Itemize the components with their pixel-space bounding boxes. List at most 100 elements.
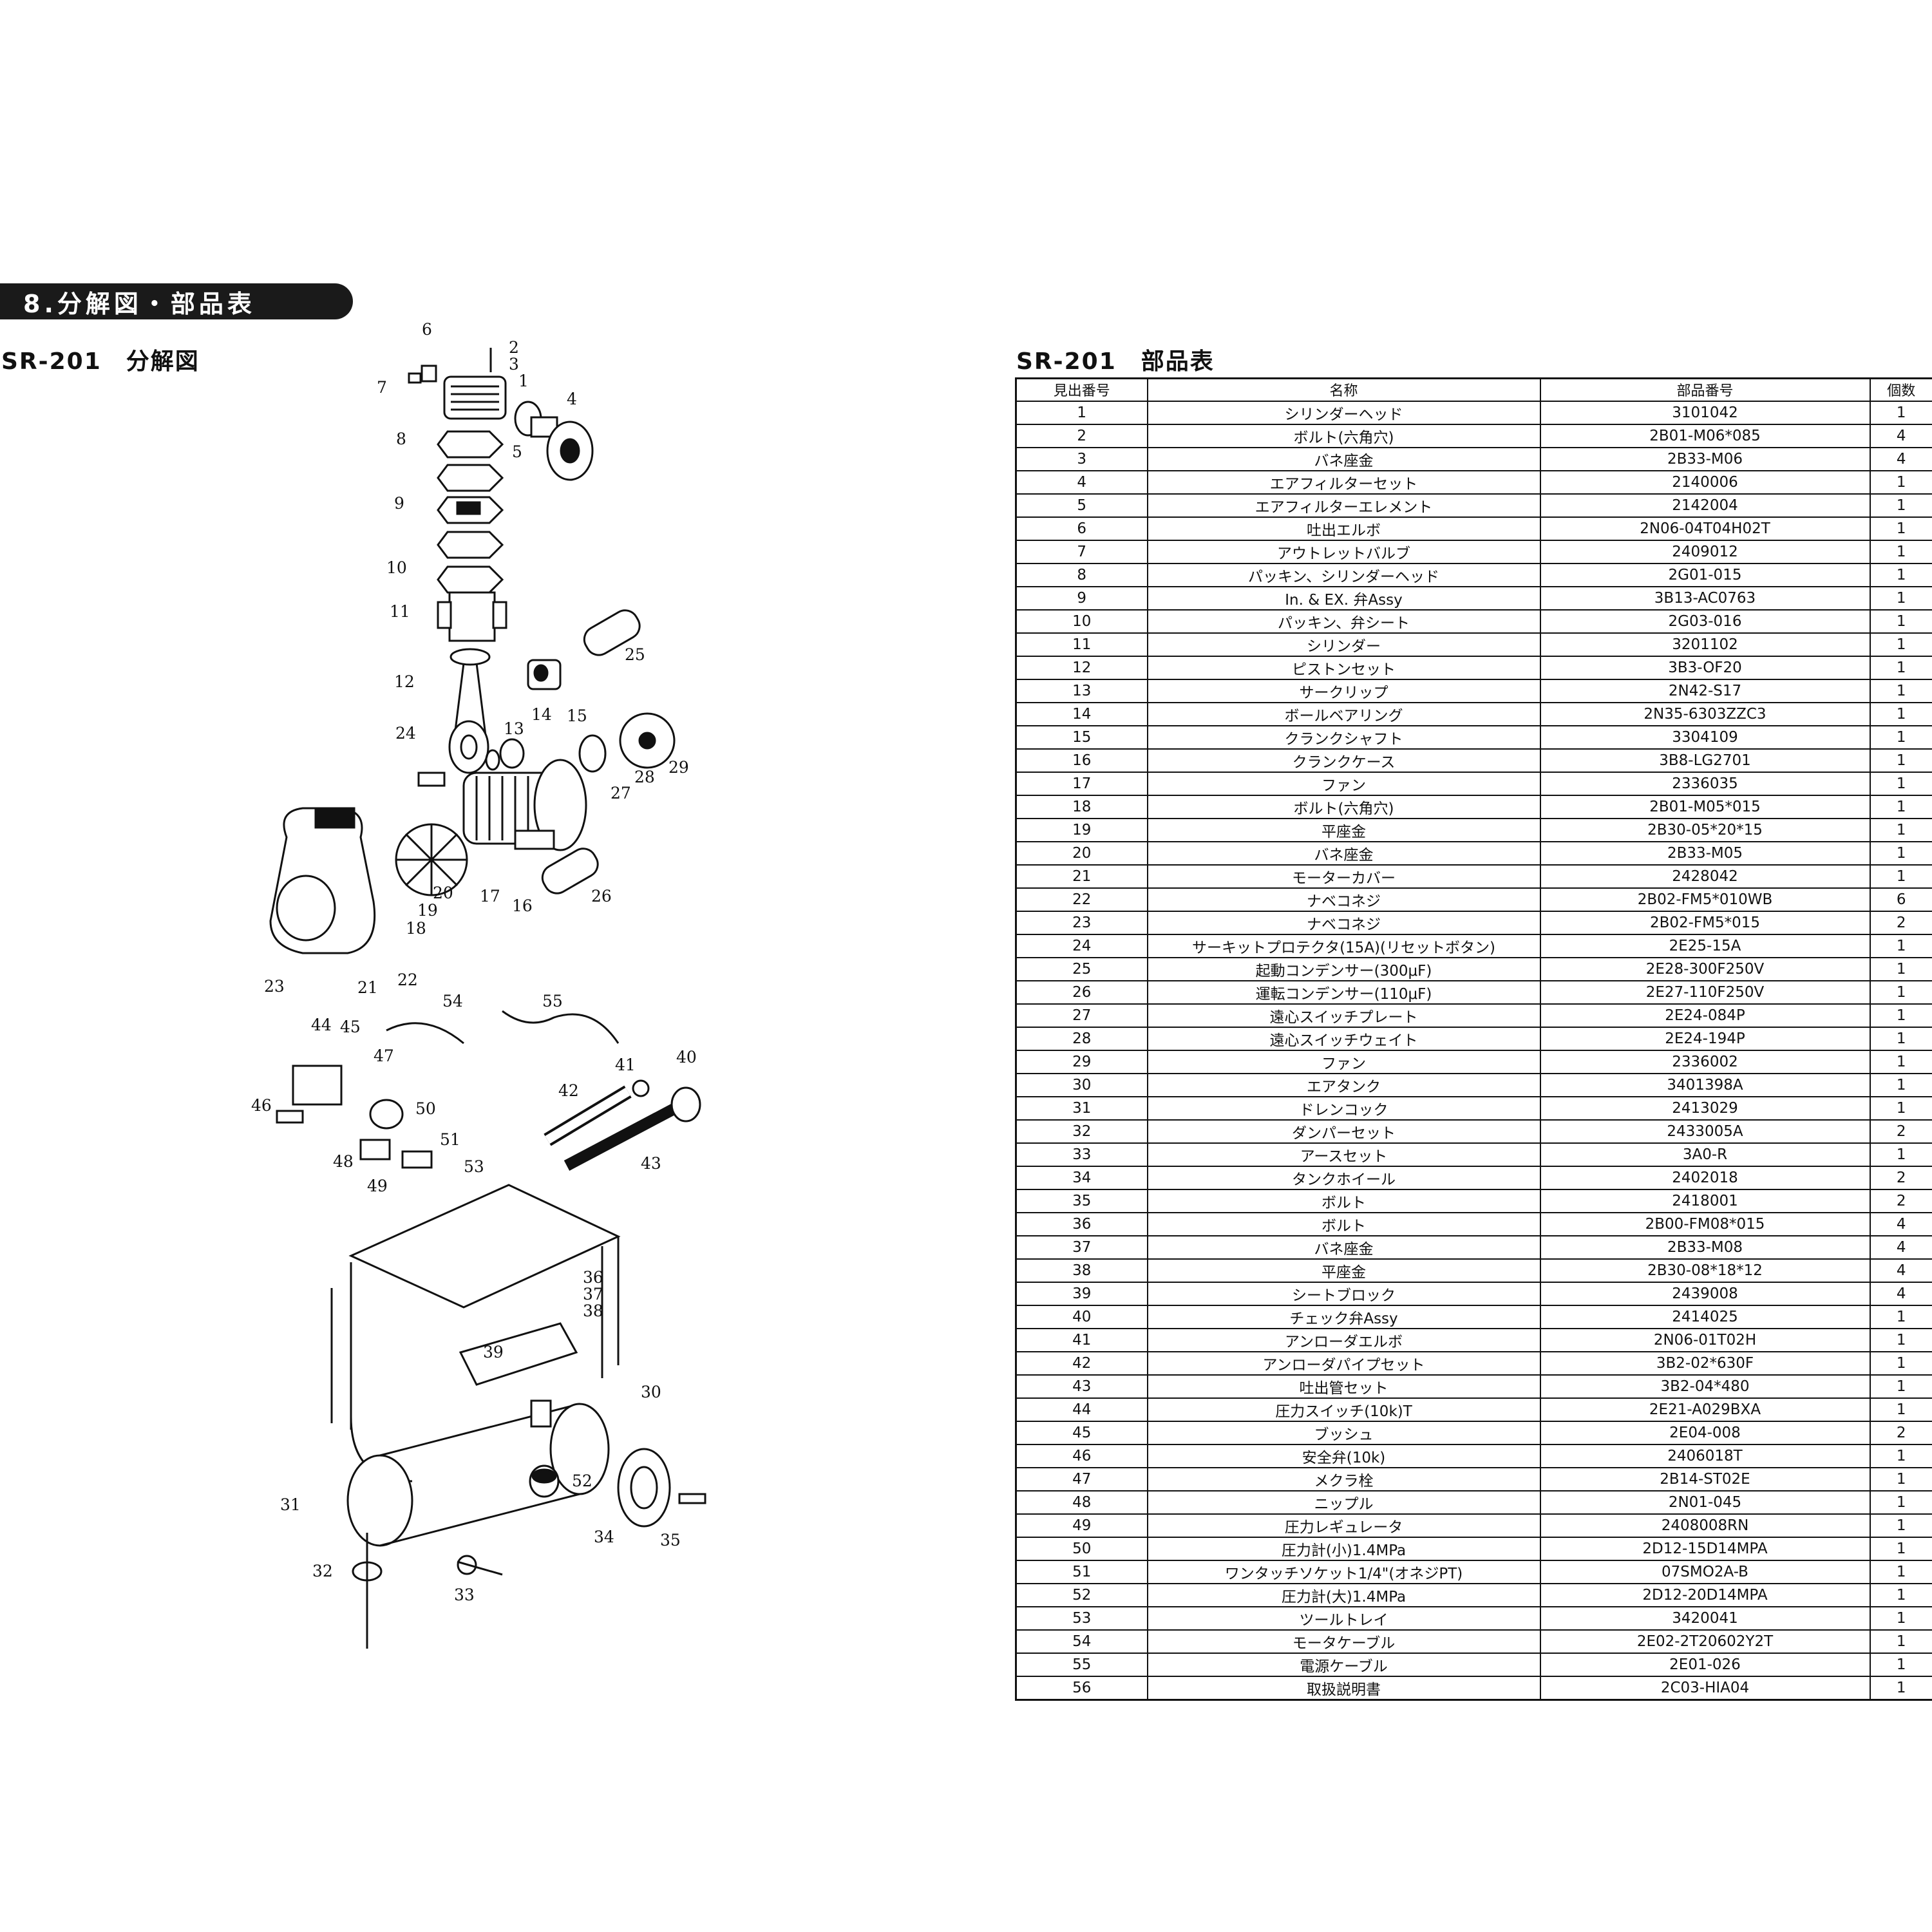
part-number: 3B2-04*480	[1539, 1374, 1871, 1399]
part-name: ニップル	[1146, 1490, 1541, 1515]
part-quantity: 1	[1869, 1605, 1932, 1631]
callout-1: 1	[518, 372, 529, 390]
capacitor-drawing	[541, 609, 641, 895]
part-name: パッキン、シリンダーヘッド	[1146, 562, 1541, 587]
part-number: 2E21-A029BXA	[1539, 1397, 1871, 1422]
part-quantity: 1	[1869, 678, 1932, 703]
part-name: サーキットプロテクタ(15A)(リセットボタン)	[1146, 933, 1541, 958]
part-name: クランクケース	[1146, 748, 1541, 773]
part-number: 2418001	[1539, 1188, 1871, 1213]
pipes-drawing	[544, 1079, 701, 1171]
part-name: 圧力スイッチ(10k)T	[1146, 1397, 1541, 1422]
part-quantity: 1	[1869, 585, 1932, 611]
part-item-no: 27	[1015, 1003, 1148, 1028]
part-number: 2E24-084P	[1539, 1003, 1871, 1028]
part-number: 3A0-R	[1539, 1142, 1871, 1167]
callout-18: 18	[406, 919, 426, 938]
dampers-drawing	[352, 1533, 503, 1649]
part-quantity: 1	[1869, 1397, 1932, 1422]
part-item-no: 46	[1015, 1443, 1148, 1468]
part-number: 3201102	[1539, 632, 1871, 657]
table-title: SR-201 部品表	[1016, 348, 1215, 375]
part-quantity: 1	[1869, 1327, 1932, 1352]
part-quantity: 2	[1869, 1188, 1932, 1213]
part-quantity: 1	[1869, 1513, 1932, 1538]
callout-3: 3	[509, 355, 519, 374]
part-number: 2G01-015	[1539, 562, 1871, 587]
callout-53: 53	[464, 1157, 484, 1176]
fan-drawing	[395, 712, 676, 896]
part-item-no: 11	[1015, 632, 1148, 657]
part-quantity: 1	[1869, 1466, 1932, 1492]
part-item-no: 13	[1015, 678, 1148, 703]
part-name: メクラ栓	[1146, 1466, 1541, 1492]
part-quantity: 1	[1869, 864, 1932, 889]
part-item-no: 48	[1015, 1490, 1148, 1515]
part-number: 2E01-026	[1539, 1652, 1871, 1677]
part-number: 3420041	[1539, 1605, 1871, 1631]
callout-10: 10	[386, 558, 407, 577]
part-item-no: 47	[1015, 1466, 1148, 1492]
part-item-no: 50	[1015, 1536, 1148, 1561]
part-name: バネ座金	[1146, 1235, 1541, 1260]
part-item-no: 34	[1015, 1165, 1148, 1190]
callout-37: 37	[583, 1285, 603, 1303]
part-item-no: 22	[1015, 887, 1148, 912]
part-number: 2N01-045	[1539, 1490, 1871, 1515]
part-quantity: 2	[1869, 910, 1932, 935]
part-quantity: 1	[1869, 1049, 1932, 1074]
part-item-no: 40	[1015, 1304, 1148, 1329]
callout-12: 12	[394, 672, 415, 691]
part-quantity: 1	[1869, 1026, 1932, 1051]
wheel-drawing	[617, 1448, 706, 1528]
part-number: 2B01-M05*015	[1539, 794, 1871, 819]
part-quantity: 1	[1869, 1142, 1932, 1167]
part-name: ボルト	[1146, 1188, 1541, 1213]
callout-9: 9	[394, 494, 404, 513]
part-quantity: 1	[1869, 701, 1932, 726]
part-quantity: 1	[1869, 1582, 1932, 1607]
part-quantity: 1	[1869, 655, 1932, 680]
part-quantity: 1	[1869, 1675, 1932, 1701]
part-number: 2336035	[1539, 771, 1871, 796]
callout-32: 32	[312, 1562, 333, 1580]
part-number: 2E28-300F250V	[1539, 956, 1871, 981]
part-quantity: 2	[1869, 1420, 1932, 1445]
part-number: 3101042	[1539, 400, 1871, 425]
air-filter-drawing	[514, 401, 594, 481]
part-quantity: 1	[1869, 516, 1932, 541]
part-name: モータケーブル	[1146, 1629, 1541, 1654]
part-number: 2B33-M08	[1539, 1235, 1871, 1260]
part-name: ピストンセット	[1146, 655, 1541, 680]
callout-31: 31	[280, 1495, 301, 1514]
part-item-no: 33	[1015, 1142, 1148, 1167]
part-name: ダンパーセット	[1146, 1119, 1541, 1144]
callout-39: 39	[483, 1343, 504, 1361]
callout-26: 26	[591, 887, 612, 905]
callout-29: 29	[668, 758, 689, 777]
part-number: 07SMO2A-B	[1539, 1559, 1871, 1584]
part-item-no: 4	[1015, 469, 1148, 495]
part-name: エアタンク	[1146, 1072, 1541, 1097]
part-number: 2428042	[1539, 864, 1871, 889]
part-number: 2B30-05*20*15	[1539, 817, 1871, 842]
part-name: タンクホイール	[1146, 1165, 1541, 1190]
